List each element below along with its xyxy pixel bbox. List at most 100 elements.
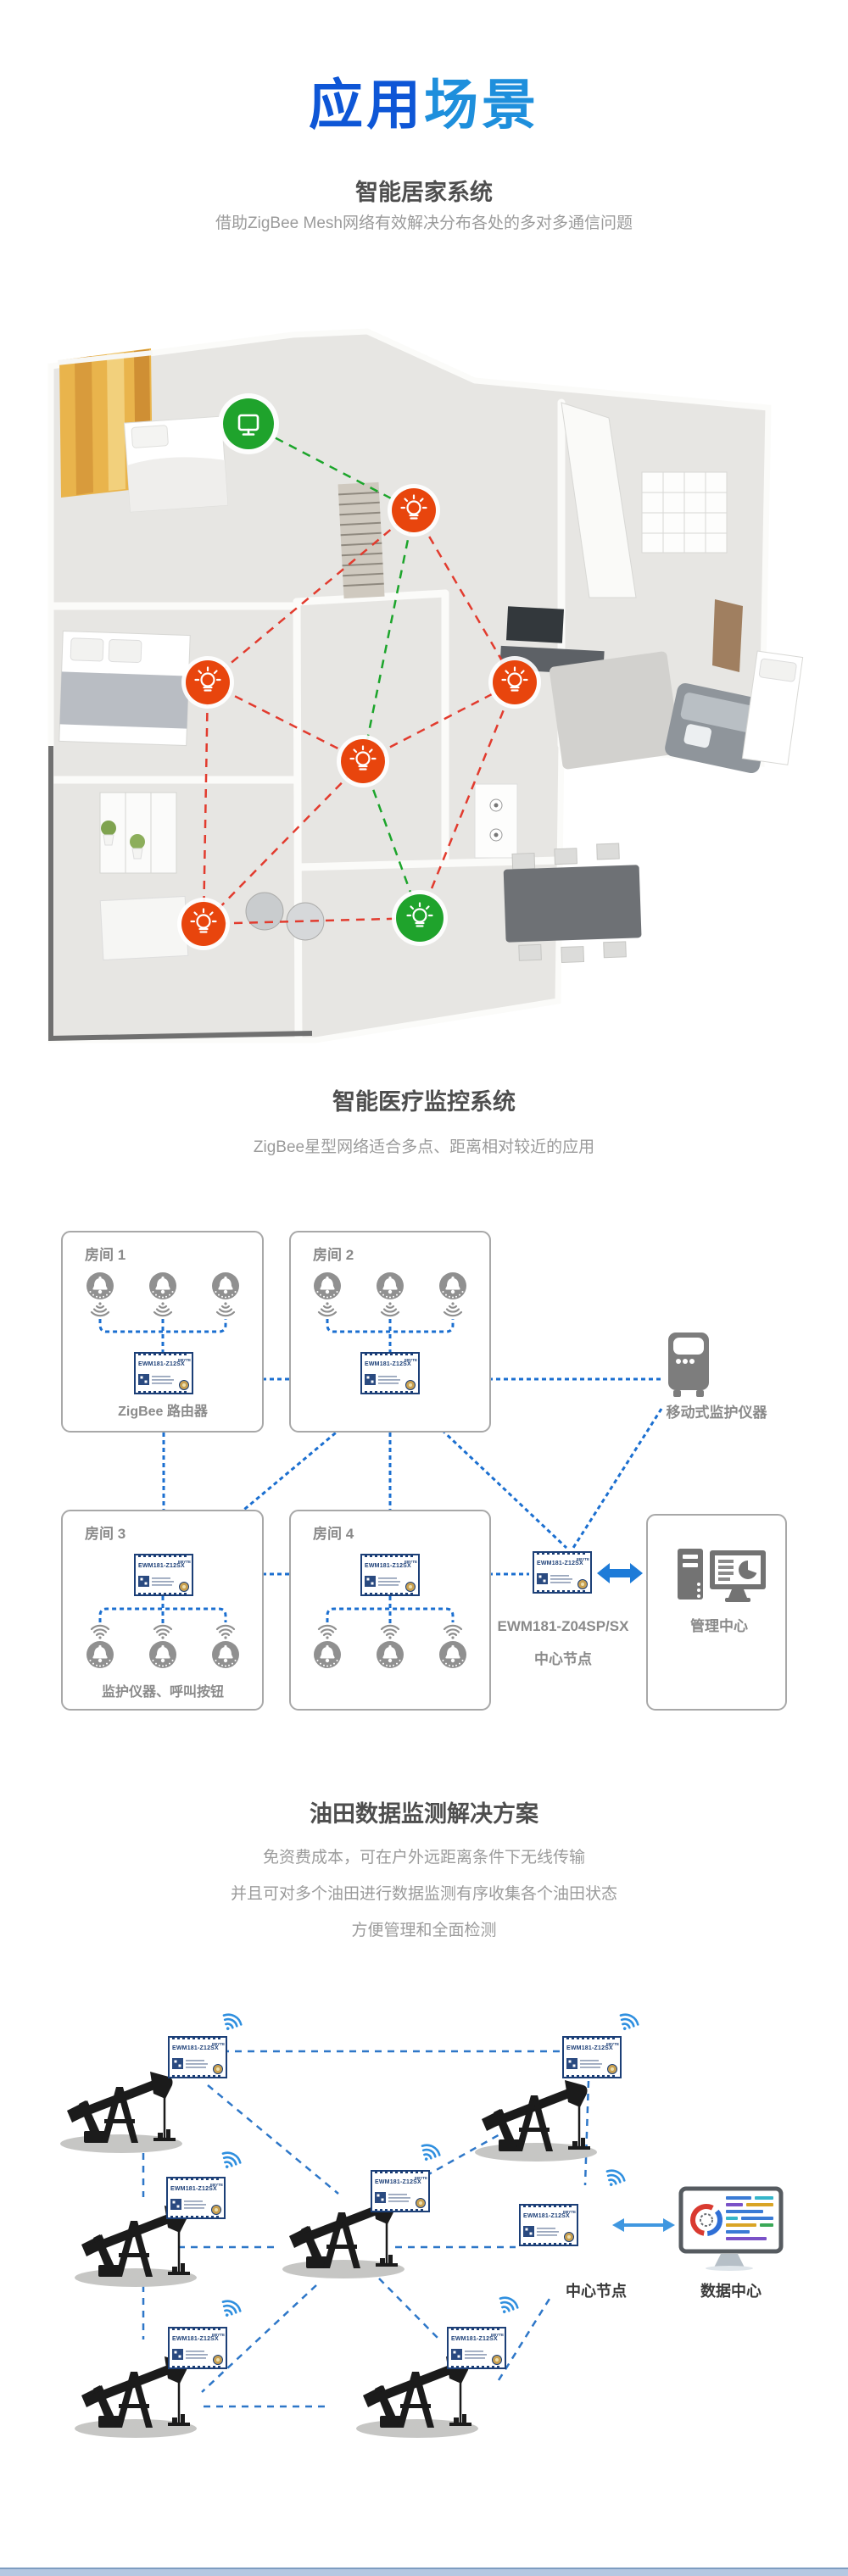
room-1-label: 房间 1 [85, 1246, 126, 1263]
bed-2 [59, 630, 191, 747]
mobile-device-label: 移动式监护仪器 [667, 1404, 768, 1421]
oilfield-section-title: 油田数据监测解决方案 [310, 1801, 538, 1827]
link-red-bottomleft-bulb [203, 916, 421, 926]
interior-walls [50, 398, 637, 1043]
data-center-label: 数据中心 [700, 2282, 762, 2300]
home-section-title: 智能居家系统 [355, 180, 493, 205]
mobile-monitor-device: 移动式监护仪器 [667, 1333, 768, 1421]
bell-icon [314, 1272, 341, 1299]
zigbee-module [370, 2169, 431, 2213]
zigbee-module [133, 1553, 194, 1597]
link-center-bl [201, 2284, 317, 2393]
chairs [99, 892, 325, 961]
center-node-model: EWM181-Z04SP/SX [498, 1618, 630, 1634]
page-title-part1: 应用 [309, 75, 424, 136]
center-node: EWM181-Z04SP/SX 中心节点 [498, 1550, 630, 1667]
link-bc-centernode [497, 2298, 551, 2381]
footer-accent-bar [0, 2568, 848, 2576]
oilfield-section-description: 免资费成本，可在户外远距离条件下无线传输并且可对多个油田进行数据监测有序收集各个… [0, 1839, 848, 1949]
zigbee-module [360, 1351, 421, 1395]
bell-icon [149, 1272, 176, 1299]
link-green-top-center [361, 509, 416, 762]
furniture [48, 348, 804, 1042]
zigbee-module [360, 1553, 421, 1597]
pumpjack-icon [59, 2070, 184, 2155]
end-device-bulb-node [392, 890, 448, 946]
medical-network-diagram: 房间 1 ZigBee 路由器 房间 2 房间 3 [61, 1231, 787, 1711]
mesh-links [202, 422, 516, 926]
center-node-label: 中心节点 [534, 1650, 592, 1667]
mobile-device-icon [668, 1333, 709, 1397]
room-3-label: 房间 3 [85, 1525, 126, 1542]
wifi-icon [216, 2296, 243, 2323]
bell-icon [212, 1272, 239, 1299]
coordinator-display-node [218, 393, 279, 454]
wifi-icon [614, 2010, 641, 2036]
oilfield-network-diagram: 中心节点 数据中心 [59, 2010, 848, 2440]
bell-icon [314, 1641, 341, 1668]
room-4-label: 房间 4 [313, 1525, 354, 1542]
smart-home-floorplan-diagram [47, 328, 804, 1043]
wifi-icon [494, 2293, 521, 2319]
link-red-center-right [362, 681, 516, 763]
dark-wall-edge [48, 746, 313, 1042]
router-node-top [388, 484, 440, 537]
link-red-top-right [412, 509, 516, 683]
link-room2-centernode [407, 1397, 568, 1549]
bell-icon [86, 1641, 114, 1668]
room-3: 房间 3 监护仪器、呼叫按钮 [61, 1510, 264, 1711]
router-node-center [337, 735, 389, 787]
bed-3 [741, 650, 804, 765]
link-tr-centernode [583, 2080, 590, 2186]
oilfield-desc-line3: 方便管理和全面检测 [351, 1922, 497, 1939]
room-3-caption: 监护仪器、呼叫按钮 [102, 1683, 224, 1700]
zigbee-module [561, 2035, 622, 2079]
bell-icon [377, 1641, 404, 1668]
router-node-left [181, 656, 234, 709]
plants [101, 821, 145, 860]
dining-table [503, 843, 642, 963]
mesh-nodes [177, 393, 541, 950]
zigbee-center-module [532, 1550, 593, 1594]
pumpjack-icon [473, 2078, 599, 2163]
room-1-caption: ZigBee 路由器 [118, 1403, 209, 1419]
link-red-left-bottomleft [202, 682, 209, 925]
room-2: 房间 2 [289, 1231, 491, 1433]
wifi-icon [416, 2140, 443, 2167]
pumpjacks [59, 2070, 599, 2440]
bell-icon [439, 1272, 466, 1299]
wifi-icon [217, 2010, 244, 2036]
management-center: 管理中心 [646, 1514, 787, 1711]
oilfield-desc-line2: 并且可对多个油田进行数据监测有序收集各个油田状态 [230, 1885, 617, 1903]
wifi-icon [216, 2148, 243, 2174]
bed-1 [123, 415, 229, 513]
zigbee-module [133, 1351, 194, 1395]
stairs [338, 481, 385, 599]
link-red-right-bulb [418, 682, 516, 919]
oilfield-links [142, 2050, 590, 2408]
oilfield-modules [165, 2035, 622, 2370]
link-green-monitor-top [248, 422, 415, 512]
router-node-bottom-left [177, 898, 230, 950]
zigbee-module [165, 2176, 226, 2220]
kitchen-counter [474, 783, 518, 859]
bell-icon [439, 1641, 466, 1668]
data-center-monitor-icon [681, 2189, 781, 2271]
wifi-icon [600, 2166, 628, 2192]
shelf-unit [641, 471, 728, 554]
bidirectional-arrow [597, 1563, 643, 1583]
room-1: 房间 1 ZigBee 路由器 [61, 1231, 264, 1433]
link-red-center-bottomleft [203, 760, 364, 925]
management-center-label: 管理中心 [690, 1617, 748, 1634]
link-red-left-center [207, 681, 364, 763]
medical-section-description: ZigBee星型网络适合多点、距离相对较近的应用 [253, 1138, 595, 1156]
oilfield-desc-line1: 免资费成本，可在户外远距离条件下无线传输 [262, 1849, 585, 1867]
bell-icon [86, 1272, 114, 1299]
bell-icon [149, 1641, 176, 1668]
router-node-right [488, 656, 541, 709]
home-section-description: 借助ZigBee Mesh网络有效解决分布各处的多对多通信问题 [215, 214, 633, 232]
zigbee-module [167, 2035, 228, 2079]
link-center-bc [378, 2278, 440, 2340]
link-center-tr [425, 2128, 510, 2178]
zigbee-center-module [518, 2203, 579, 2247]
